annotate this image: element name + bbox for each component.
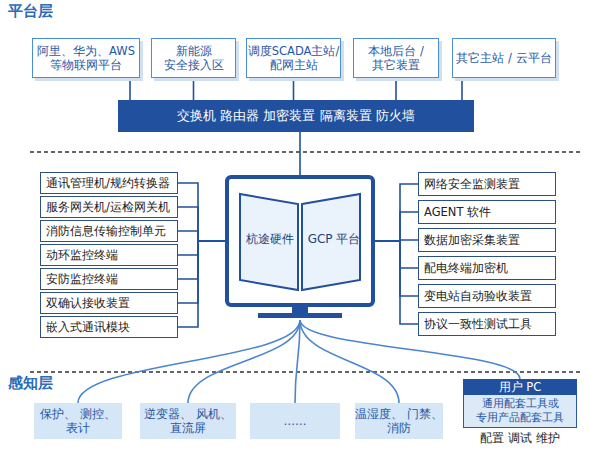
- node-text: 协议一致性测试工具: [424, 317, 532, 331]
- connector-line: [295, 320, 300, 403]
- node-text: GCP 平台: [304, 232, 364, 247]
- connector-line: [188, 320, 300, 403]
- device-box: 服务网关机/运检网关机: [40, 196, 178, 218]
- device-box: 通讯管理机/规约转换器: [40, 172, 178, 194]
- node-text: 嵌入式通讯模块: [46, 320, 130, 334]
- device-box: 网络安全监测装置: [418, 172, 556, 196]
- device-box: 用户 PC通用配套工具或 专用产品配套工具配置 调试 维护: [463, 379, 577, 449]
- device-box: 变电站自动验收装置: [418, 284, 556, 308]
- connector-line: [178, 241, 226, 327]
- network-band: 交换机 路由器 加密装置 隔离装置 防火墙: [118, 100, 474, 132]
- node-text: 配电终端加密机: [424, 261, 508, 275]
- connector-line: [374, 184, 418, 241]
- node-text: 逆变器、 风机、直流屏: [140, 407, 236, 436]
- monitor-base: [258, 313, 342, 318]
- layer-divider: [30, 151, 580, 153]
- node-text: 用户 PC: [463, 379, 577, 395]
- device-box: 其它主站 / 云平台: [452, 38, 556, 78]
- node-text: 通讯管理机/规约转换器: [46, 176, 170, 190]
- node-text: 动环监控终端: [46, 248, 118, 262]
- connector-line: [293, 78, 295, 100]
- node-text: 双确认接收装置: [46, 296, 130, 310]
- connector-line: [299, 132, 301, 176]
- device-box: 配电终端加密机: [418, 256, 556, 280]
- node-text: 安防监控终端: [46, 272, 118, 286]
- device-box: 保护、 测控、表计: [34, 403, 122, 439]
- node-text: 新能源 安全接入区: [153, 44, 234, 73]
- device-box: 新能源 安全接入区: [151, 38, 236, 78]
- device-box: 嵌入式通讯模块: [40, 316, 178, 338]
- device-box: 安防监控终端: [40, 268, 178, 290]
- connector-line: [374, 212, 418, 241]
- monitor-box: 杭途硬件 GCP 平台: [226, 176, 374, 320]
- node-text: 通用配套工具或 专用产品配套工具: [463, 395, 577, 428]
- connector-line: [178, 183, 226, 241]
- node-text: 网络安全监测装置: [424, 177, 520, 191]
- connector-line: [395, 78, 397, 100]
- layer-label: 平台层: [8, 2, 53, 21]
- device-box: AGENT 软件: [418, 200, 556, 224]
- layer-divider: [30, 371, 580, 373]
- connector-line: [178, 207, 226, 241]
- monitor-neck: [292, 305, 308, 314]
- device-box: 双确认接收装置: [40, 292, 178, 314]
- connector-line: [129, 78, 131, 100]
- node-text: 保护、 测控、表计: [34, 407, 122, 436]
- connector-line: [178, 241, 226, 303]
- connector-line: [374, 241, 418, 296]
- connector-line: [374, 241, 418, 268]
- device-box: 阿里、华为、AWS 等物联网平台: [32, 38, 140, 78]
- node-text: 交换机 路由器 加密装置 隔离装置 防火墙: [177, 108, 415, 124]
- layer-label: 感知层: [8, 374, 53, 393]
- device-box: 数据加密采集装置: [418, 228, 556, 252]
- node-text: ……: [284, 414, 307, 428]
- connector-line: [178, 231, 226, 241]
- device-box: 动环监控终端: [40, 244, 178, 266]
- node-text: 配置 调试 维护: [463, 431, 577, 445]
- node-text: 数据加密采集装置: [424, 233, 520, 247]
- node-text: 服务网关机/运检网关机: [46, 200, 170, 214]
- device-box: 协议一致性测试工具: [418, 312, 556, 336]
- node-text: 阿里、华为、AWS 等物联网平台: [34, 44, 138, 73]
- device-box: 调度SCADA主站/ 配网主站: [246, 38, 341, 78]
- connector-line: [193, 78, 195, 100]
- device-box: 消防信息传输控制单元: [40, 220, 178, 242]
- node-text: 杭途硬件: [240, 232, 300, 247]
- connector-line: [178, 241, 226, 279]
- connector-line: [374, 241, 418, 324]
- node-text: 变电站自动验收装置: [424, 289, 532, 303]
- monitor-screen: [227, 177, 373, 305]
- device-box: ……: [250, 403, 340, 439]
- connector-line: [461, 78, 463, 100]
- node-text: 其它主站 / 云平台: [456, 51, 551, 65]
- node-text: 调度SCADA主站/ 配网主站: [248, 44, 340, 73]
- node-text: 温湿度、 门禁、消防: [355, 407, 443, 436]
- device-box: 逆变器、 风机、直流屏: [140, 403, 236, 439]
- device-box: 本地后台 / 其它装置: [353, 38, 439, 78]
- node-text: 本地后台 / 其它装置: [355, 44, 437, 73]
- connector-line: [178, 241, 226, 255]
- node-text: AGENT 软件: [424, 205, 491, 219]
- node-text: 消防信息传输控制单元: [46, 224, 166, 238]
- device-box: 温湿度、 门禁、消防: [355, 403, 443, 439]
